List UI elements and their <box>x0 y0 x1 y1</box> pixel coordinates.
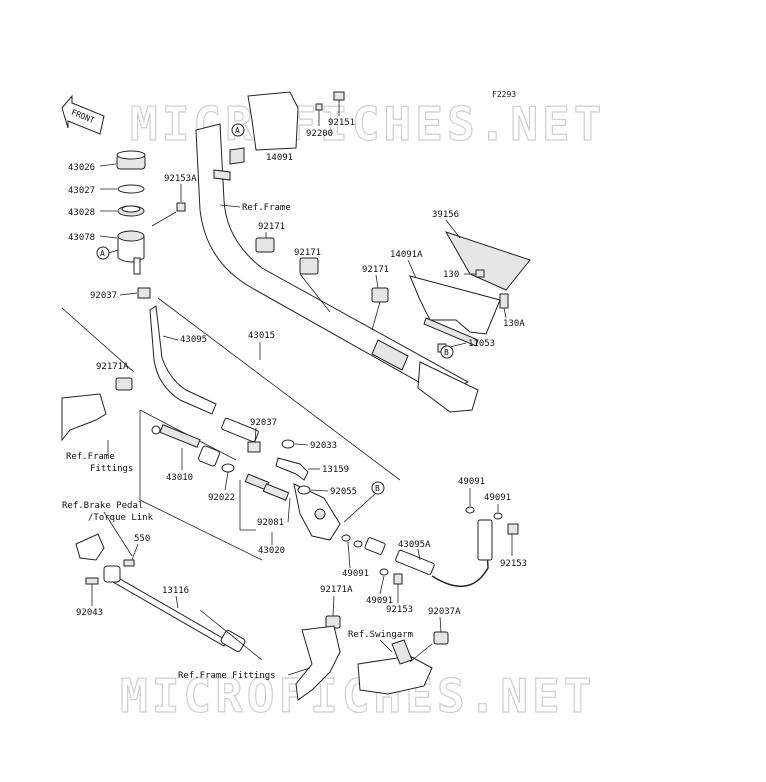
frame-fittings-lower-icon <box>295 625 341 701</box>
part-43026: 43026 <box>68 163 95 173</box>
ref-frame-label: Ref.Frame <box>242 203 291 213</box>
nut-92200-icon <box>315 103 323 111</box>
part-49091-a: 49091 <box>342 569 369 579</box>
ref-brake-pedal-2: /Torque Link <box>88 513 154 523</box>
part-130a: 130A <box>503 319 525 329</box>
part-92055: 92055 <box>330 487 357 497</box>
master-cylinder-icon <box>293 483 341 541</box>
reservoir-cap-icon <box>116 150 146 170</box>
brake-rod-icon <box>103 565 246 652</box>
callout-a-top: A <box>235 126 240 135</box>
clamp-92037-mid-icon <box>247 441 261 453</box>
part-14091a: 14091A <box>390 250 423 260</box>
cover-icon <box>229 91 299 165</box>
part-92033: 92033 <box>310 441 337 451</box>
ref-frame-fittings-1: Ref.Frame <box>66 452 115 462</box>
watermark-bottom: MICROFICHES.NET <box>120 669 595 723</box>
part-43095: 43095 <box>180 335 207 345</box>
reservoir-icon <box>117 230 145 275</box>
hose-43095a-icon <box>395 519 493 587</box>
callout-b-top: B <box>444 348 449 357</box>
clamp-92171-a-icon <box>255 237 275 253</box>
part-49091-b: 49091 <box>458 477 485 487</box>
hose-43095-icon <box>149 305 259 443</box>
part-43028: 43028 <box>68 208 95 218</box>
washer-49091-e-icon <box>493 512 503 520</box>
bolt-130a-icon <box>499 293 509 309</box>
frame-fitting-bracket-icon <box>61 393 107 442</box>
clip-92033-icon <box>281 439 295 449</box>
part-92171a-left: 92171A <box>96 362 129 372</box>
swingarm-icon <box>357 639 433 695</box>
callout-b-mid: B <box>375 484 380 493</box>
clamp-92171-c-icon <box>371 287 389 303</box>
part-92153a: 92153A <box>164 174 197 184</box>
clamp-92037a-icon <box>433 631 449 645</box>
diaphragm-icon <box>117 205 145 217</box>
part-11053: 11053 <box>468 339 495 349</box>
brake-pedal-arm-icon <box>75 533 105 561</box>
part-92081: 92081 <box>257 518 284 528</box>
part-92171-3: 92171 <box>362 265 389 275</box>
part-14091: 14091 <box>266 153 293 163</box>
part-92037a: 92037A <box>428 607 461 617</box>
part-43010: 43010 <box>166 473 193 483</box>
pipe-13159-icon <box>275 457 309 481</box>
part-92171a-bottom: 92171A <box>320 585 353 595</box>
part-92037-top: 92037 <box>90 291 117 301</box>
part-92171-1: 92171 <box>258 222 285 232</box>
bolt-130-icon <box>475 269 485 278</box>
part-39156: 39156 <box>432 210 459 220</box>
clamp-92171a-left-icon <box>115 377 133 391</box>
part-43027: 43027 <box>68 186 95 196</box>
clamp-92171-b-icon <box>299 257 319 275</box>
callout-a-left: A <box>100 249 105 258</box>
part-92153-a: 92153 <box>386 605 413 615</box>
part-92043: 92043 <box>76 608 103 618</box>
ref-swingarm: Ref.Swingarm <box>348 630 413 640</box>
bolt-92151-icon <box>333 91 345 101</box>
part-92153-b: 92153 <box>500 559 527 569</box>
part-43095a: 43095A <box>398 540 431 550</box>
guard-icon <box>409 231 531 347</box>
pushrod-43010-icon <box>151 424 201 448</box>
banjo-fitting-icon <box>364 537 386 555</box>
ref-frame-fittings-2: Fittings <box>90 464 133 474</box>
part-43078: 43078 <box>68 233 95 243</box>
diaphragm-plate-icon <box>117 184 145 194</box>
circlip-92022-icon <box>221 463 235 473</box>
part-43015: 43015 <box>248 331 275 341</box>
part-92022: 92022 <box>208 493 235 503</box>
piston-92081-icon <box>244 473 290 501</box>
part-92200: 92200 <box>306 129 333 139</box>
washer-49091-d-icon <box>465 506 475 514</box>
clamp-icon <box>137 287 151 299</box>
boot-icon <box>198 445 220 467</box>
oring-92055-icon <box>297 485 311 495</box>
part-49091-c: 49091 <box>366 596 393 606</box>
part-92171-2: 92171 <box>294 248 321 258</box>
ref-brake-pedal-1: Ref.Brake Pedal <box>62 501 143 511</box>
cotter-pin-550-icon <box>123 559 135 567</box>
pin-92043-icon <box>85 577 99 585</box>
part-13159: 13159 <box>322 465 349 475</box>
part-92037-mid: 92037 <box>250 418 277 428</box>
bolt-92153-b-icon <box>507 523 519 535</box>
part-49091-d: 49091 <box>484 493 511 503</box>
figure-code: F2293 <box>492 90 516 99</box>
ref-frame-fittings-bottom: Ref.Frame Fittings <box>178 671 276 681</box>
part-43020: 43020 <box>258 546 285 556</box>
bolt-92153-a-icon <box>393 573 403 585</box>
part-130: 130 <box>443 270 459 280</box>
washer-49091-a-icon <box>341 534 351 542</box>
bolt-92153a-icon <box>176 202 186 212</box>
part-13116: 13116 <box>162 586 189 596</box>
front-arrow-icon: FRONT <box>61 94 105 135</box>
part-92151: 92151 <box>328 118 355 128</box>
part-550: 550 <box>134 534 150 544</box>
frame-icon <box>195 123 479 413</box>
washer-49091-b-icon <box>353 540 363 548</box>
washer-49091-c-icon <box>379 568 389 576</box>
